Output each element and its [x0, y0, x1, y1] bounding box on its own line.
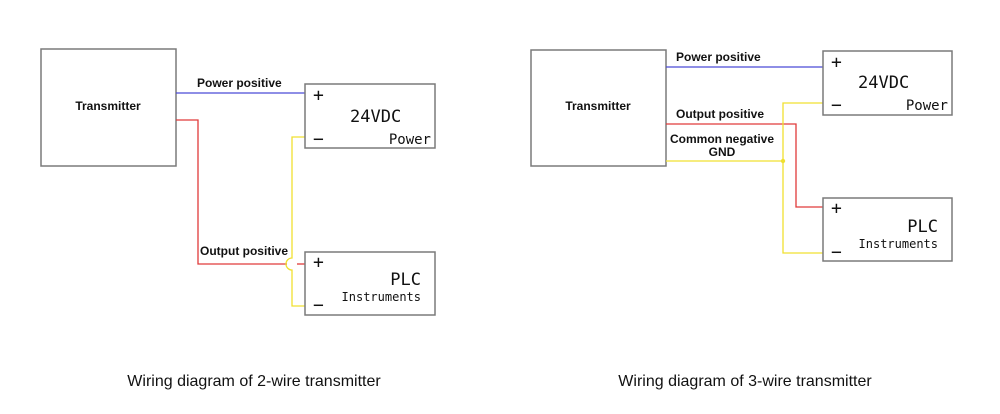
minus-icon: − — [831, 95, 842, 116]
caption-2-wire: Wiring diagram of 2-wire transmitter — [127, 373, 381, 390]
transmitter-box — [530, 49, 667, 167]
plc-title: PLC — [907, 217, 938, 237]
output-positive-label: Output positive — [676, 107, 764, 121]
plc-box — [304, 251, 436, 316]
power-positive-label: Power positive — [197, 76, 282, 90]
minus-icon: − — [313, 129, 324, 150]
plc-title: PLC — [390, 270, 421, 290]
transmitter-box — [40, 48, 177, 167]
minus-icon: − — [831, 242, 842, 263]
junction-dot — [780, 158, 786, 164]
gnd-label: GND — [709, 145, 736, 159]
power-title: 24VDC — [350, 107, 401, 127]
transmitter-label: Transmitter — [565, 99, 631, 113]
caption-3-wire: Wiring diagram of 3-wire transmitter — [618, 373, 872, 390]
common-negative-label: Common negative — [670, 132, 774, 146]
plc-subtitle: Instruments — [859, 237, 938, 251]
plc-box — [822, 197, 953, 262]
power-supply-box — [822, 50, 953, 116]
transmitter-label: Transmitter — [75, 99, 141, 113]
output-positive-label: Output positive — [200, 244, 288, 258]
plc-subtitle: Instruments — [342, 290, 421, 304]
negative-wire — [782, 102, 823, 254]
plus-icon: + — [313, 85, 324, 106]
power-title: 24VDC — [858, 73, 909, 93]
diagram-3-wire: Transmitter Power positive Output positi… — [530, 49, 953, 390]
output-positive-wire — [176, 119, 287, 265]
output-positive-wire — [666, 123, 823, 208]
diagram-2-wire: Transmitter Power positive Output positi… — [40, 48, 436, 390]
power-positive-label: Power positive — [676, 50, 761, 64]
power-subtitle: Power — [389, 132, 431, 148]
plus-icon: + — [313, 252, 324, 273]
power-subtitle: Power — [906, 98, 948, 114]
plus-icon: + — [831, 52, 842, 73]
minus-icon: − — [313, 295, 324, 316]
plus-icon: + — [831, 198, 842, 219]
negative-wire — [285, 136, 305, 307]
power-supply-box — [304, 83, 436, 149]
